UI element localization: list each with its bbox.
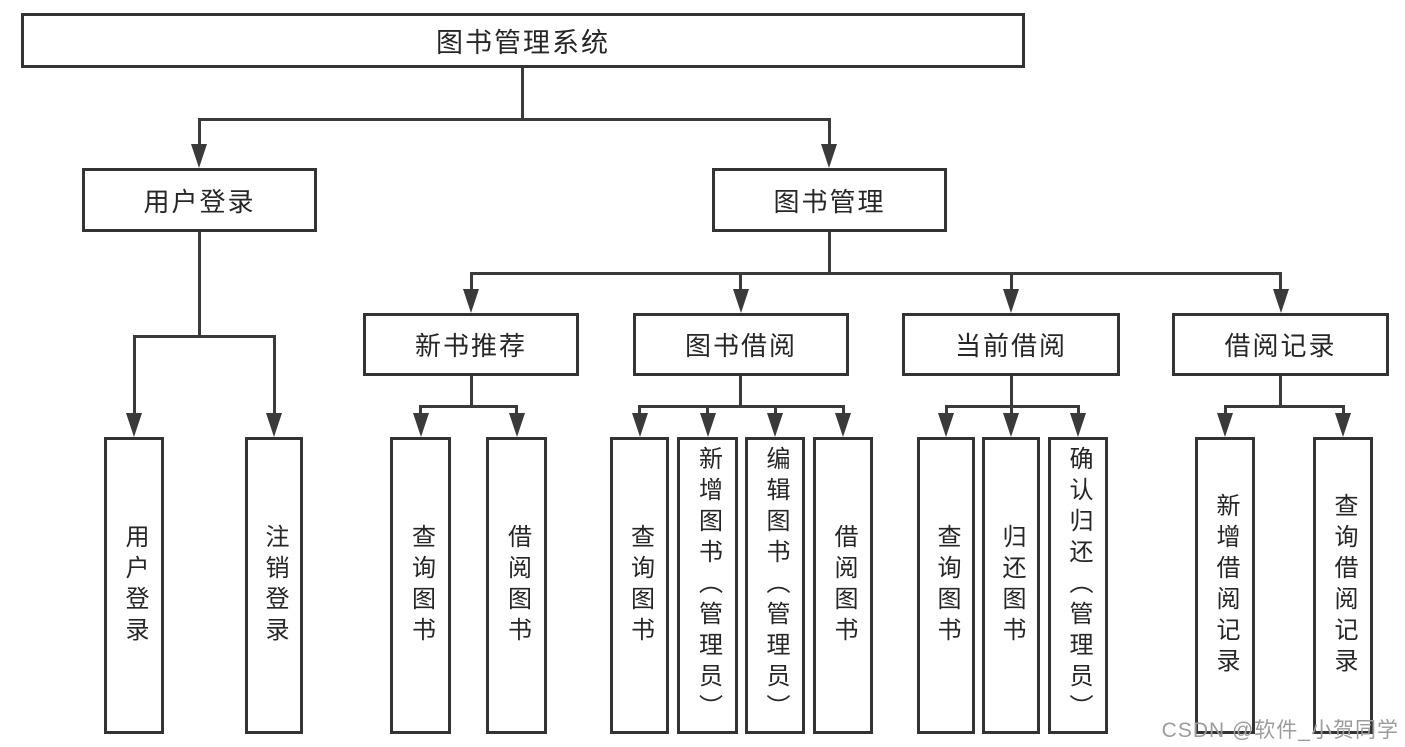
- connector-branch: [827, 118, 831, 154]
- connector-stem: [739, 376, 742, 408]
- node-book-management: 图书管理: [712, 168, 947, 232]
- arrow-down-icon: [631, 413, 648, 437]
- node-leaf-add-borrow-rec: 新增借阅记录: [1195, 437, 1255, 734]
- connector-stem: [469, 376, 473, 408]
- connector-branch: [739, 272, 742, 299]
- node-leaf-edit-book: 编辑图书（管理员）: [745, 437, 805, 734]
- arrow-down-icon: [1272, 289, 1289, 313]
- connector-branch: [272, 335, 276, 423]
- node-current-borrow: 当前借阅: [902, 313, 1120, 376]
- arrow-down-icon: [463, 289, 479, 313]
- connector-bar: [469, 272, 1282, 275]
- arrow-down-icon: [412, 413, 429, 437]
- connector-branch: [1009, 272, 1013, 299]
- arrow-down-icon: [1003, 413, 1019, 437]
- node-borrow-record: 借阅记录: [1172, 313, 1389, 376]
- node-user-login: 用户登录: [82, 168, 317, 232]
- node-leaf-query-book-3: 查询图书: [917, 437, 975, 734]
- connector-stem: [197, 232, 201, 338]
- arrow-down-icon: [699, 413, 716, 437]
- connector-stem: [1279, 376, 1282, 408]
- connector-bar: [1223, 405, 1345, 408]
- node-leaf-query-book-2: 查询图书: [610, 437, 669, 734]
- connector-bar: [638, 405, 845, 408]
- arrow-down-icon: [508, 413, 525, 437]
- connector-bar: [197, 118, 831, 121]
- connector-stem: [1009, 376, 1013, 408]
- node-leaf-user-login: 用户登录: [104, 437, 164, 734]
- arrow-down-icon: [1003, 289, 1019, 313]
- arrow-down-icon: [732, 289, 749, 313]
- node-leaf-confirm-return: 确认归还（管理员）: [1048, 437, 1108, 734]
- connector-bar: [132, 335, 276, 338]
- arrow-down-icon: [191, 144, 207, 168]
- connector-stem: [520, 68, 524, 121]
- node-leaf-borrow-book-1: 借阅图书: [486, 437, 547, 734]
- connector-branch: [469, 272, 473, 299]
- arrow-down-icon: [835, 413, 851, 437]
- arrow-down-icon: [938, 413, 954, 437]
- connector-bar: [419, 405, 518, 408]
- node-leaf-query-borrow-rec: 查询借阅记录: [1313, 437, 1373, 734]
- connector-branch: [1279, 272, 1282, 299]
- node-root: 图书管理系统: [21, 13, 1025, 68]
- node-book-borrow: 图书借阅: [633, 313, 849, 376]
- node-leaf-return-book: 归还图书: [982, 437, 1040, 734]
- node-leaf-add-book: 新增图书（管理员）: [677, 437, 738, 734]
- arrow-down-icon: [1217, 413, 1233, 437]
- node-leaf-query-book-1: 查询图书: [390, 437, 451, 734]
- arrow-down-icon: [1070, 413, 1086, 437]
- arrow-down-icon: [126, 413, 142, 437]
- node-new-book-recommend: 新书推荐: [363, 313, 579, 376]
- arrow-down-icon: [1335, 413, 1351, 437]
- arrow-down-icon: [821, 144, 837, 168]
- connector-branch: [197, 118, 201, 154]
- arrow-down-icon: [266, 413, 282, 437]
- connector-branch: [132, 335, 136, 423]
- arrow-down-icon: [767, 413, 783, 437]
- connector-stem: [827, 232, 831, 275]
- node-leaf-borrow-book-2: 借阅图书: [813, 437, 873, 734]
- node-leaf-logout: 注销登录: [245, 437, 303, 734]
- csdn-watermark: CSDN @软件_小贺同学: [1161, 719, 1399, 742]
